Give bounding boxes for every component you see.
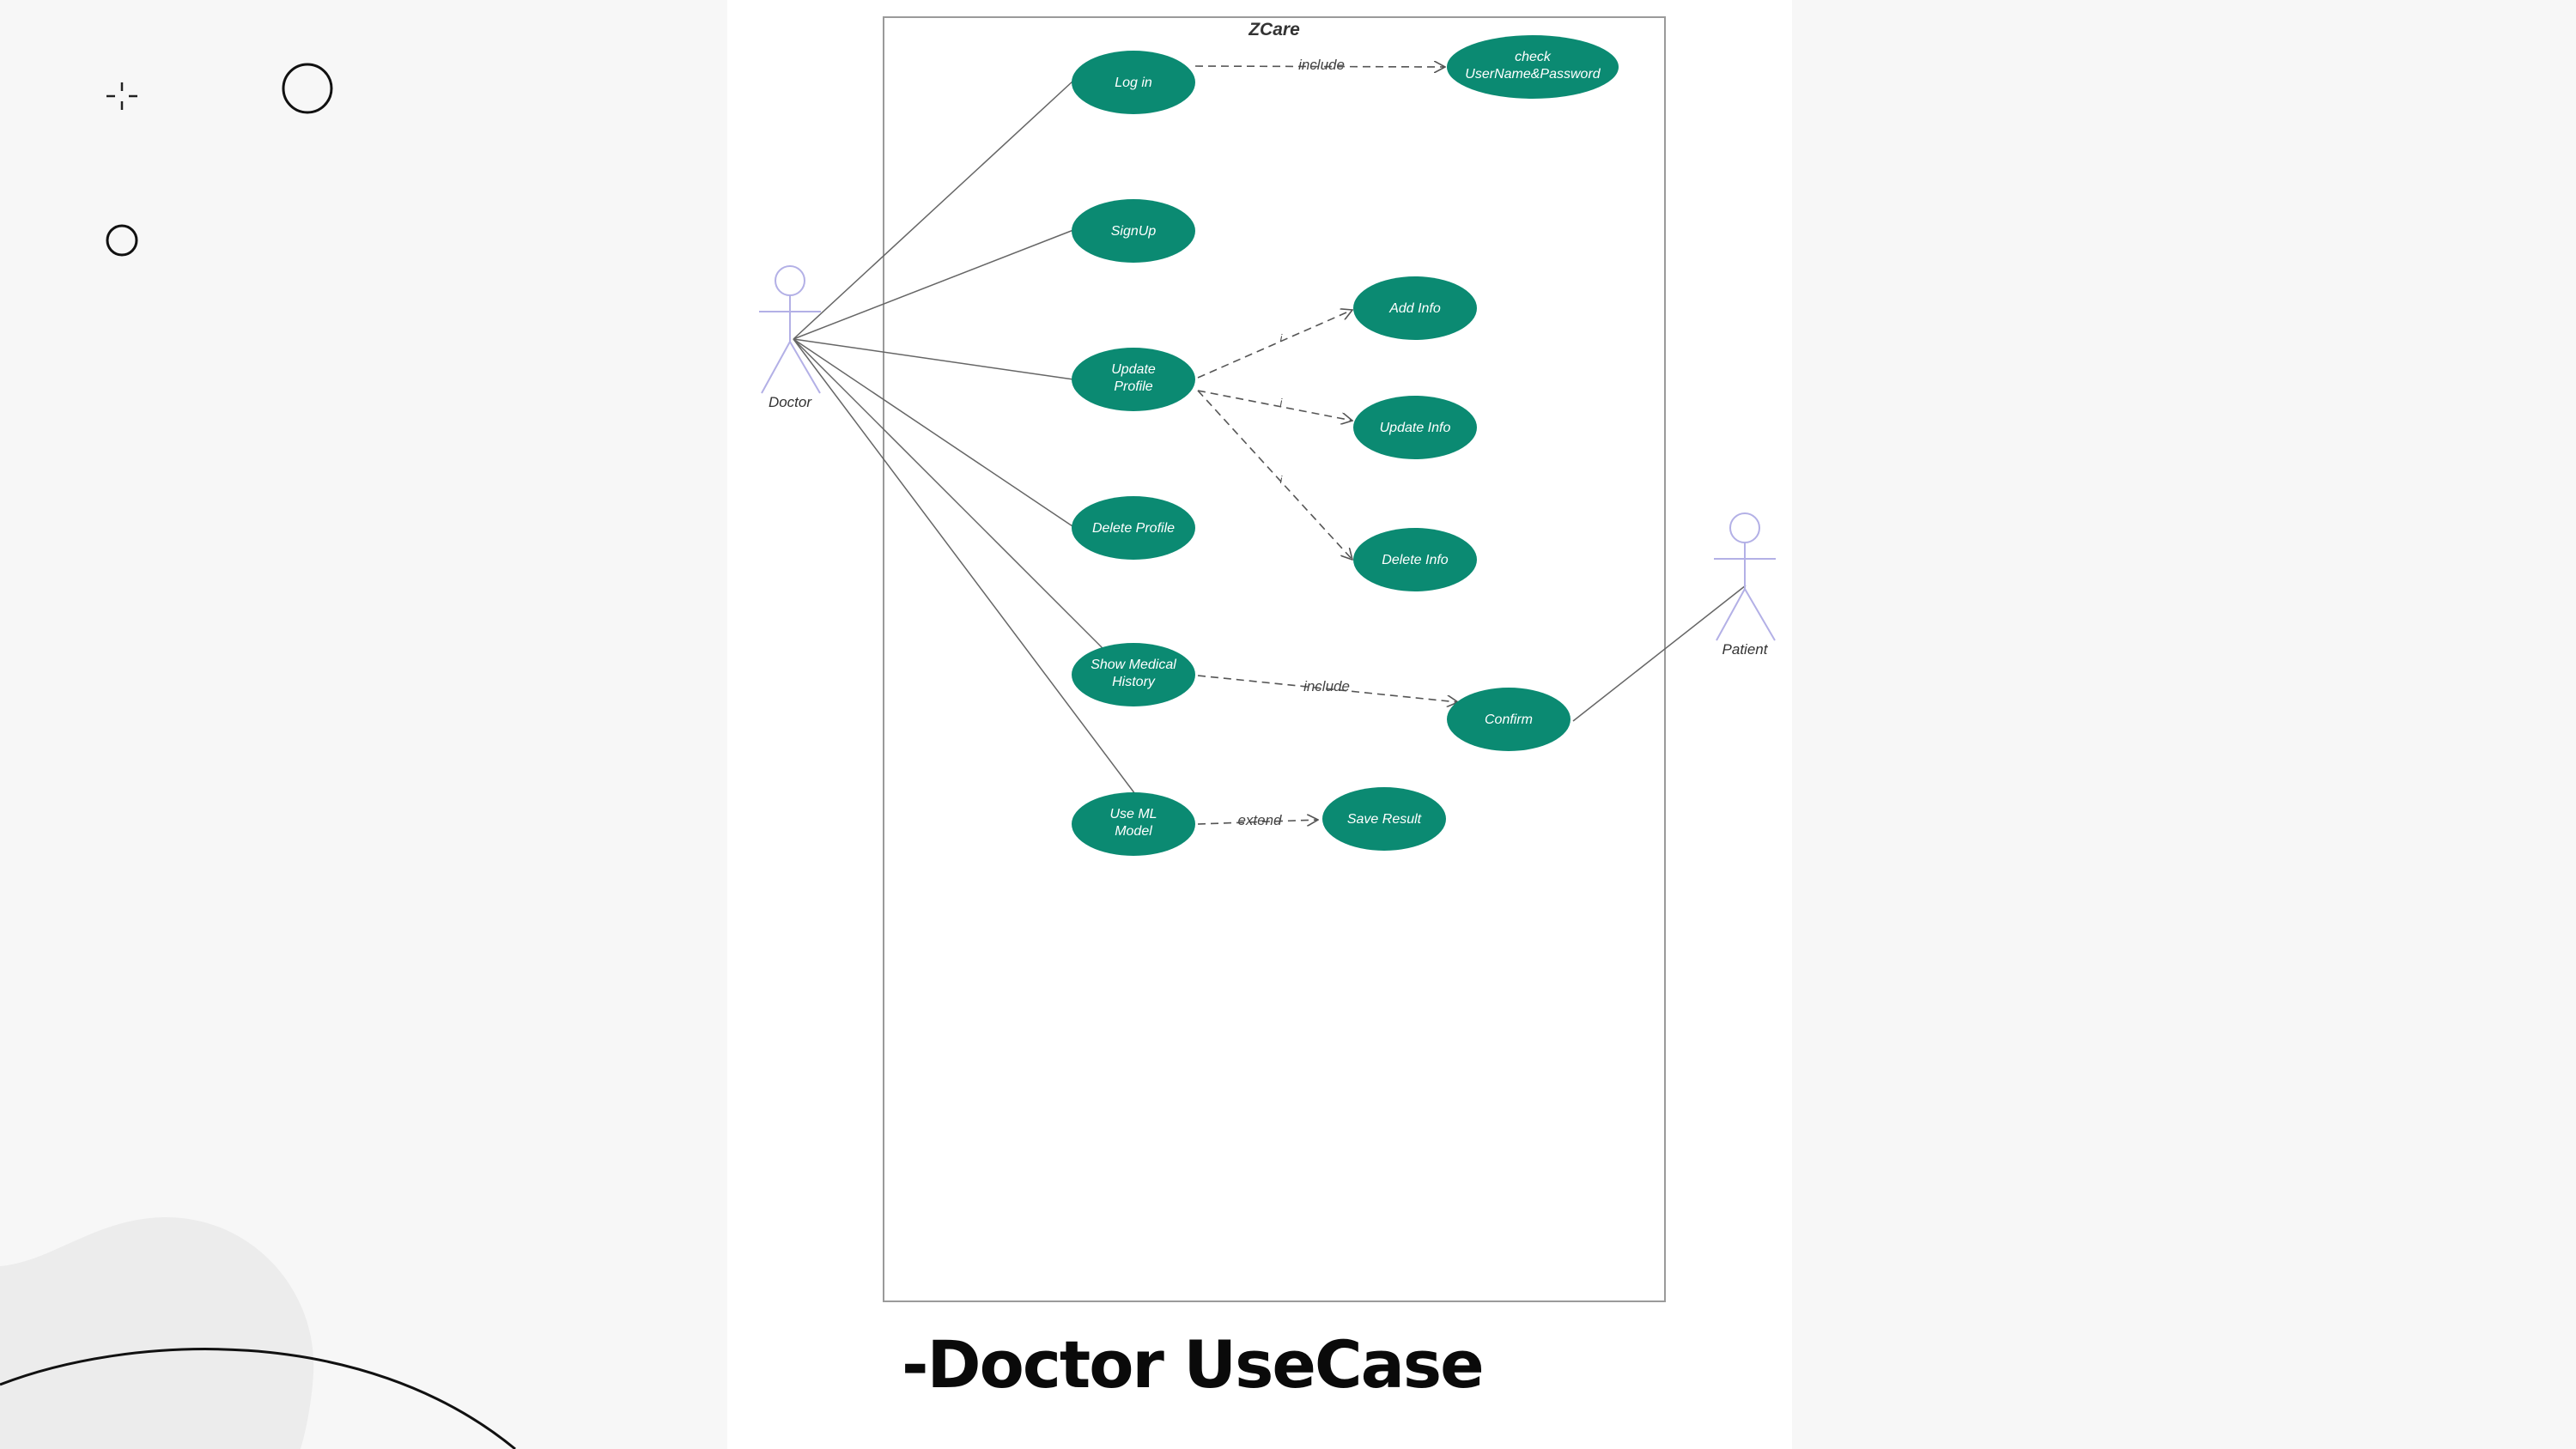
use-case-shape [1322, 787, 1446, 851]
use-case-shape [1447, 35, 1619, 99]
decorative-arc [0, 1348, 516, 1449]
include-label-login: include [1298, 57, 1345, 73]
actor-leg-right [1744, 588, 1776, 641]
use-case-delete-info: Delete Info [1353, 528, 1477, 591]
actor-leg-right [789, 341, 821, 394]
use-case-update-profile: Update Profile [1072, 348, 1195, 411]
use-case-label: Use ML [1109, 807, 1157, 822]
association-login [793, 80, 1074, 340]
actor-patient [1714, 512, 1776, 641]
actor-head [1729, 512, 1760, 543]
dep-label-delete: i [1280, 474, 1283, 486]
use-case-check-credentials: check UserName&Password [1447, 35, 1619, 99]
actor-leg-left [761, 341, 791, 394]
association-update-profile [793, 338, 1074, 380]
doctor-associations [793, 80, 1136, 795]
actor-leg-left [1716, 588, 1746, 641]
use-case-update-info: Update Info [1353, 396, 1477, 459]
use-case-label: History [1112, 675, 1156, 689]
use-case-use-ml-model: Use ML Model [1072, 792, 1195, 856]
association-delete-profile [793, 338, 1076, 529]
include-login-check [1194, 66, 1445, 67]
use-case-add-info: Add Info [1353, 276, 1477, 340]
include-label-history: include [1303, 678, 1350, 694]
use-case-shape [1353, 528, 1477, 591]
use-case-label: Update Info [1380, 421, 1451, 435]
actor-head [775, 265, 805, 296]
decorative-circle-small [106, 224, 138, 257]
use-case-label: Delete Info [1382, 553, 1448, 567]
actor-doctor [759, 265, 821, 394]
use-case-label: Confirm [1485, 712, 1533, 727]
use-case-label: Log in [1115, 76, 1152, 90]
use-case-shape [1072, 348, 1195, 411]
use-case-show-medical-history: Show Medical History [1072, 643, 1195, 706]
system-title: ZCare [1248, 20, 1300, 39]
use-case-label: Profile [1114, 379, 1152, 394]
decorative-circle-large [282, 63, 333, 114]
dependency-arrows [1194, 66, 1458, 824]
slide-caption: -Doctor UseCase [902, 1326, 1485, 1403]
use-case-shape [1353, 396, 1477, 459]
dep-label-update: i [1280, 397, 1283, 409]
use-case-diagram: ZCare include include extend i i i Log i… [759, 16, 1776, 1302]
use-case-delete-profile: Delete Profile [1072, 496, 1195, 560]
use-case-label: Show Medical [1091, 658, 1176, 672]
dep-update-updateinfo [1197, 390, 1352, 421]
use-case-label: Add Info [1388, 301, 1441, 316]
use-case-label: Delete Profile [1092, 521, 1175, 536]
use-case-label: Model [1115, 824, 1152, 839]
actor-patient-label: Patient [1722, 641, 1769, 658]
association-signup [793, 229, 1074, 340]
use-case-shape [1353, 276, 1477, 340]
use-case-label: Update [1111, 362, 1156, 377]
crosshair-icon [106, 82, 137, 110]
use-case-label: check [1515, 50, 1552, 64]
use-case-label: Save Result [1347, 812, 1422, 827]
association-patient-confirm [1572, 585, 1747, 722]
decorative-blob [0, 1216, 314, 1449]
extend-ml-save [1197, 820, 1318, 824]
system-boundary [883, 16, 1666, 1302]
association-use-ml [793, 338, 1136, 795]
use-case-signup: SignUp [1072, 199, 1195, 263]
include-history-confirm [1197, 675, 1458, 702]
use-case-label: UserName&Password [1465, 67, 1601, 82]
use-case-save-result: Save Result [1322, 787, 1446, 851]
use-case-confirm: Confirm [1447, 688, 1571, 751]
use-case-shape [1072, 792, 1195, 856]
use-case-label: SignUp [1111, 224, 1157, 239]
use-case-shape [1072, 199, 1195, 263]
dep-update-add [1197, 310, 1352, 379]
actor-doctor-label: Doctor [769, 394, 812, 410]
dep-label-add: i [1280, 332, 1283, 344]
use-case-shape [1072, 496, 1195, 560]
use-case-login: Log in [1072, 51, 1195, 114]
use-case-shape [1072, 643, 1195, 706]
use-case-shape [1072, 51, 1195, 114]
association-show-history [793, 338, 1106, 652]
use-case-shape [1447, 688, 1571, 751]
extend-label-ml: extend [1237, 812, 1282, 828]
